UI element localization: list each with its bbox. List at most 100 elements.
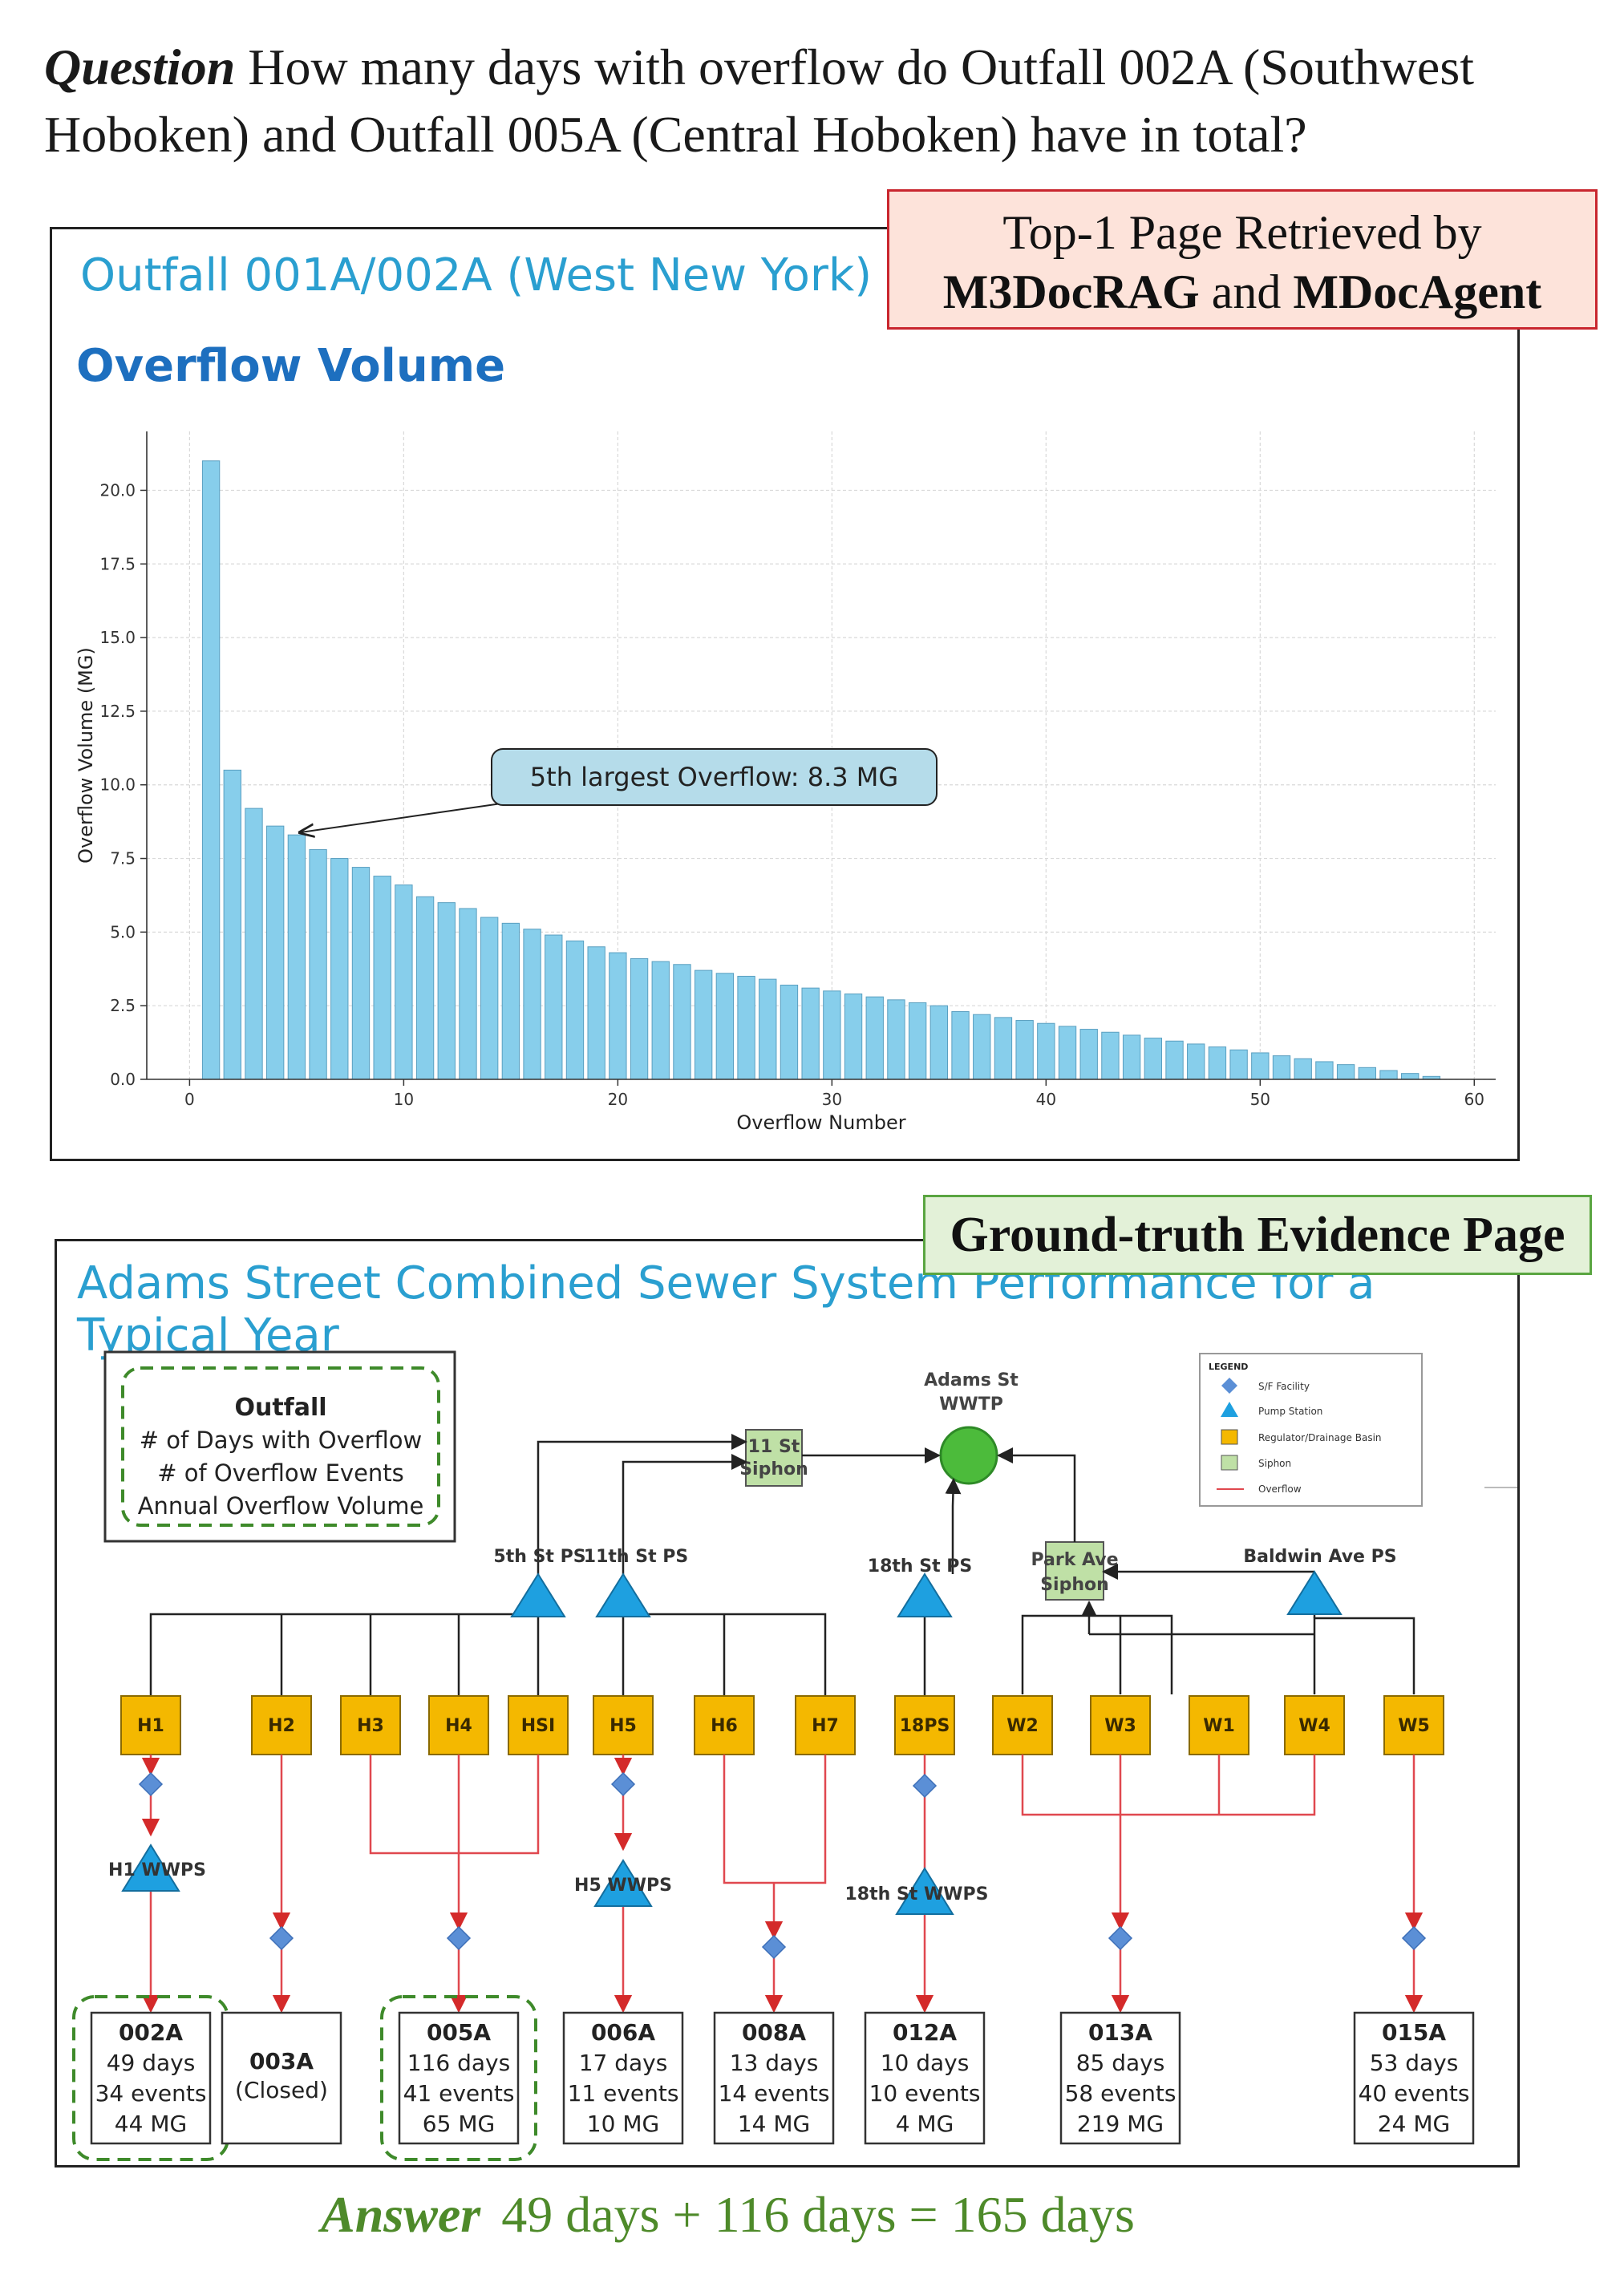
bar	[780, 984, 799, 1080]
pump-5th-st-label: 5th St PS	[493, 1547, 585, 1567]
regulator-label: W4	[1298, 1716, 1330, 1736]
y-tick-label: 17.5	[99, 554, 136, 573]
facility-diamond-015a	[1401, 1925, 1427, 1951]
facility-diamond-013a	[1108, 1925, 1133, 1951]
bar	[694, 969, 713, 1080]
outfall-days: 53 days	[1370, 2050, 1459, 2076]
bar	[1315, 1061, 1334, 1080]
chart-page-subtitle: Overflow Volume	[76, 340, 506, 392]
legend-item-pump: Pump Station	[1258, 1406, 1322, 1417]
x-tick-label: 50	[1250, 1090, 1270, 1109]
question-text: How many days with overflow do Outfall 0…	[44, 38, 1474, 163]
regulator-h3	[340, 1695, 401, 1755]
x-tick-label: 30	[822, 1090, 842, 1109]
outfall-006a	[562, 2011, 684, 2145]
bar	[759, 978, 777, 1080]
retrieved-tag-system2: MDocAgent	[1293, 265, 1542, 318]
outfall-id: 003A	[249, 2048, 314, 2074]
regulator-label: H5	[610, 1716, 637, 1736]
evidence-page-tag: Ground-truth Evidence Page	[923, 1195, 1592, 1275]
regulator-label: W1	[1203, 1716, 1235, 1736]
facility-diamond-008a	[761, 1934, 787, 1960]
bar	[1101, 1031, 1120, 1080]
sewer-system-diagram: Outfall # of Days with Overflow # of Ove…	[72, 1350, 1517, 2161]
outfall-highlight	[72, 1995, 229, 2161]
regulator-label: W3	[1104, 1716, 1136, 1736]
siphon-park-label-1: Park Ave	[1031, 1550, 1118, 1570]
bar	[1336, 1064, 1355, 1080]
legend-item-regulator: Regulator/Drainage Basin	[1258, 1432, 1382, 1443]
bar	[865, 996, 884, 1080]
outfall-id: 008A	[742, 2019, 806, 2046]
regulator-h5	[593, 1695, 654, 1755]
regulator-w1	[1189, 1695, 1249, 1755]
question-label: Question	[44, 38, 236, 95]
pump-station-11th-st	[595, 1572, 651, 1617]
bar	[1037, 1022, 1055, 1080]
retrieved-tag-and: and	[1199, 265, 1294, 318]
outfall-events: 11 events	[568, 2080, 679, 2107]
x-tick-label: 60	[1464, 1090, 1484, 1109]
flow-ps18-to-wwtp	[945, 1478, 962, 1574]
outfall-events: 14 events	[719, 2080, 830, 2107]
regulator-label: W2	[1006, 1716, 1039, 1736]
outfall-volume: 24 MG	[1378, 2111, 1450, 2137]
bar	[908, 1002, 927, 1080]
bar	[1079, 1029, 1098, 1080]
pump-station-5th-st	[510, 1572, 566, 1617]
bar	[266, 825, 285, 1080]
bar	[201, 460, 221, 1080]
legend-item-overflow: Overflow	[1258, 1483, 1302, 1495]
outfall-days: 49 days	[107, 2050, 196, 2076]
outfall-005a	[398, 2011, 520, 2145]
bar	[351, 867, 371, 1080]
bar	[330, 858, 349, 1080]
bar	[929, 1005, 949, 1080]
answer-text: 49 days + 116 days = 165 days	[501, 2186, 1135, 2243]
annotation-box	[491, 748, 938, 806]
y-tick-label: 2.5	[110, 996, 136, 1015]
bar	[1229, 1049, 1248, 1080]
bar	[501, 922, 520, 1080]
siphon-11st	[745, 1429, 803, 1487]
outfall-days: 116 days	[407, 2050, 510, 2076]
evidence-page-panel: Adams Street Combined Sewer System Perfo…	[55, 1239, 1520, 2168]
pump-18th-wwps-label: 18th St WWPS	[845, 1884, 989, 1904]
x-axis-label: Overflow Number	[736, 1111, 905, 1134]
outfall-days: 85 days	[1076, 2050, 1165, 2076]
x-tick-label: 40	[1036, 1090, 1056, 1109]
bar	[1294, 1058, 1312, 1080]
pump-18th-st-label: 18th St PS	[868, 1556, 972, 1577]
key-box	[103, 1350, 456, 1543]
answer-label: Answer	[321, 2186, 481, 2243]
bar	[287, 834, 306, 1080]
pump-station-h1-wwps	[121, 1844, 180, 1892]
outfall-events: 10 events	[869, 2080, 981, 2107]
outfall-id: 005A	[427, 2019, 491, 2046]
bar	[951, 1011, 970, 1080]
bar	[1144, 1038, 1163, 1080]
legend-title: LEGEND	[1209, 1362, 1248, 1372]
wwtp-label-1: Adams St	[924, 1370, 1019, 1390]
y-tick-label: 0.0	[110, 1070, 136, 1089]
retrieved-page-panel: Outfall 001A/002A (West New York) Overfl…	[50, 227, 1520, 1161]
bar	[1058, 1026, 1077, 1080]
bar	[609, 952, 627, 1080]
annotation-label: 5th largest Overflow: 8.3 MG	[530, 762, 898, 792]
regulator-label: W5	[1398, 1716, 1430, 1736]
regulator-label: H1	[137, 1716, 164, 1736]
legend-item-facility: S/F Facility	[1258, 1381, 1310, 1392]
outfall-volume: 10 MG	[587, 2111, 659, 2137]
bar	[823, 990, 841, 1080]
bar	[1208, 1046, 1227, 1080]
siphon-park-ave	[1045, 1541, 1104, 1601]
bar	[1379, 1070, 1398, 1080]
pump-h5-wwps-label: H5 WWPS	[574, 1876, 672, 1896]
x-tick-label: 0	[184, 1090, 195, 1109]
outfall-events: 41 events	[403, 2080, 515, 2107]
bar	[415, 896, 435, 1080]
bar	[437, 902, 456, 1080]
pump-station-18th-wwps	[895, 1867, 954, 1915]
y-tick-label: 20.0	[99, 480, 136, 500]
pump-station-baldwin	[1286, 1570, 1343, 1615]
